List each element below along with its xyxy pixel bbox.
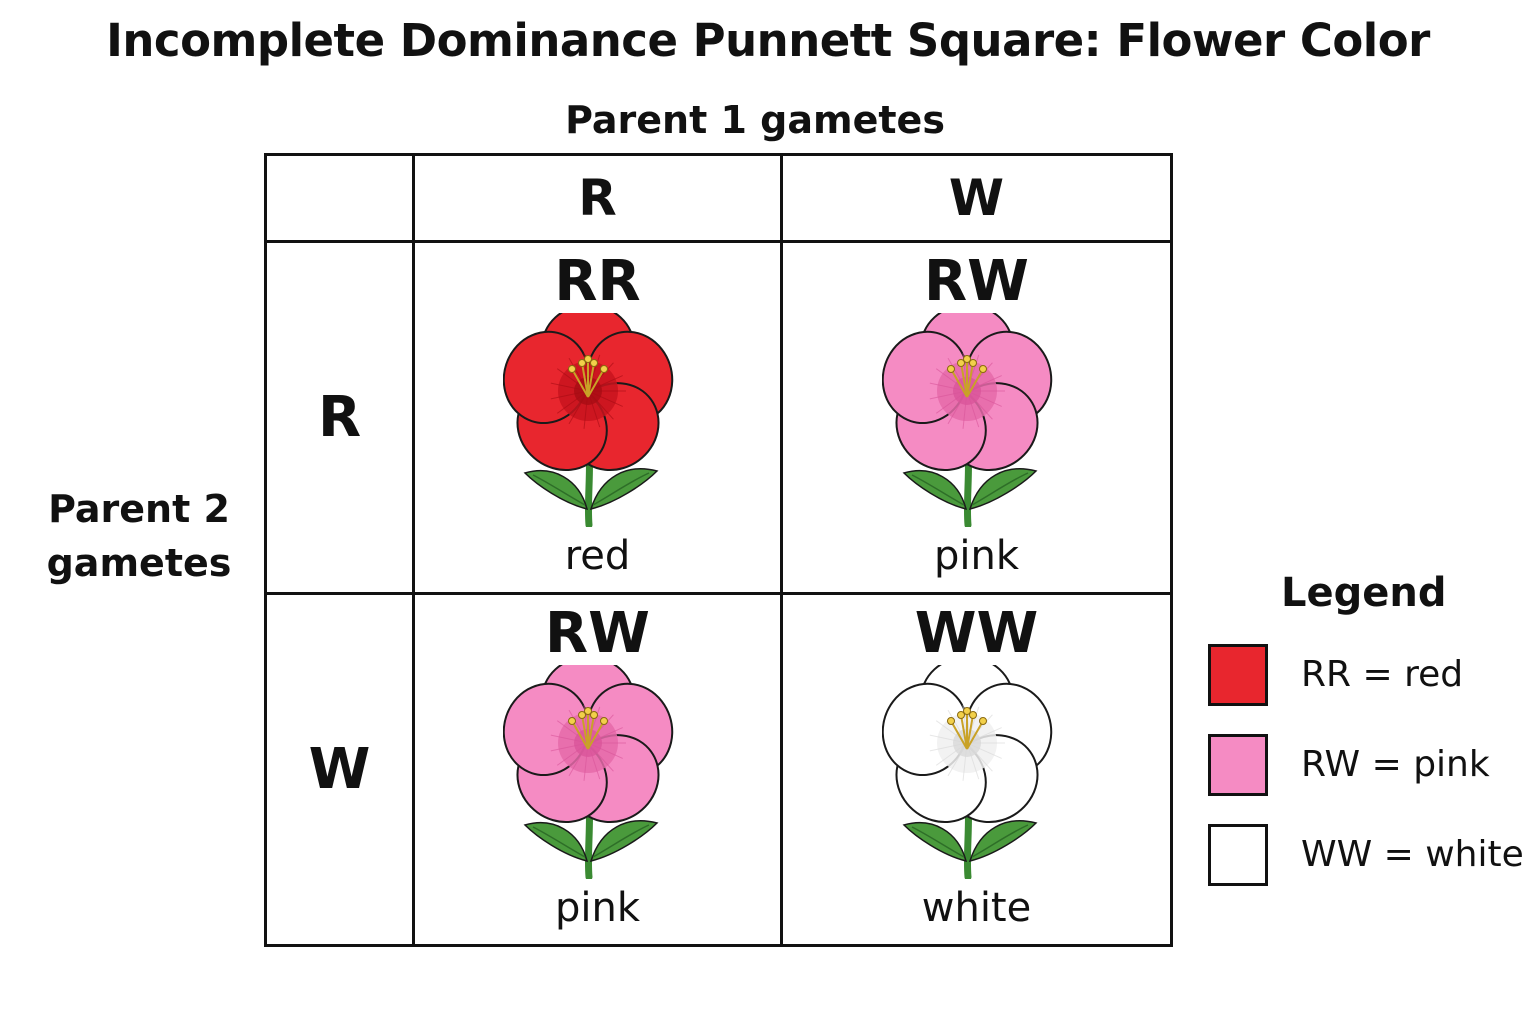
phenotype-label: red: [564, 533, 631, 579]
legend-text-pink: RW = pink: [1301, 744, 1490, 785]
corner-cell: [264, 153, 415, 243]
page-title: Incomplete Dominance Punnett Square: Flo…: [106, 14, 1430, 67]
legend-item-red: RR = red: [1205, 644, 1525, 710]
column-header-1: R: [412, 153, 783, 243]
legend-swatch-pink: [1208, 734, 1268, 796]
punnett-cell-ww: WW white: [780, 592, 1173, 947]
parent2-label-line2: gametes: [46, 541, 232, 585]
white-flower-icon: [881, 665, 1052, 879]
pink-flower-icon: [502, 665, 673, 879]
parent2-gametes-label: Parent 2 gametes: [30, 482, 248, 590]
punnett-cell-rw-bottom: RW pink: [412, 592, 783, 947]
legend-swatch-red: [1208, 644, 1268, 706]
punnett-cell-rr: RR red: [412, 240, 783, 595]
phenotype-label: pink: [933, 533, 1020, 579]
legend-item-white: WW = white: [1205, 824, 1525, 890]
row-header-1: R: [264, 240, 415, 595]
phenotype-label: pink: [554, 885, 641, 931]
genotype-label: RW: [545, 601, 650, 666]
column-header-2: W: [780, 153, 1173, 243]
genotype-label: RW: [924, 249, 1029, 314]
legend-swatch-white: [1208, 824, 1268, 886]
punnett-square: R W R RR red RW pink W RW pink WW white: [264, 153, 1173, 947]
legend-text-white: WW = white: [1301, 834, 1524, 875]
legend-item-pink: RW = pink: [1205, 734, 1525, 800]
phenotype-label: white: [921, 885, 1032, 931]
legend-text-red: RR = red: [1301, 654, 1464, 695]
genotype-label: RR: [554, 249, 641, 314]
legend-title: Legend: [1281, 570, 1447, 616]
genotype-label: WW: [914, 601, 1039, 666]
red-flower-icon: [502, 313, 673, 527]
pink-flower-icon: [881, 313, 1052, 527]
parent2-label-line1: Parent 2: [48, 487, 230, 531]
parent1-gametes-label: Parent 1 gametes: [565, 98, 945, 142]
row-header-2: W: [264, 592, 415, 947]
punnett-cell-rw-top: RW pink: [780, 240, 1173, 595]
